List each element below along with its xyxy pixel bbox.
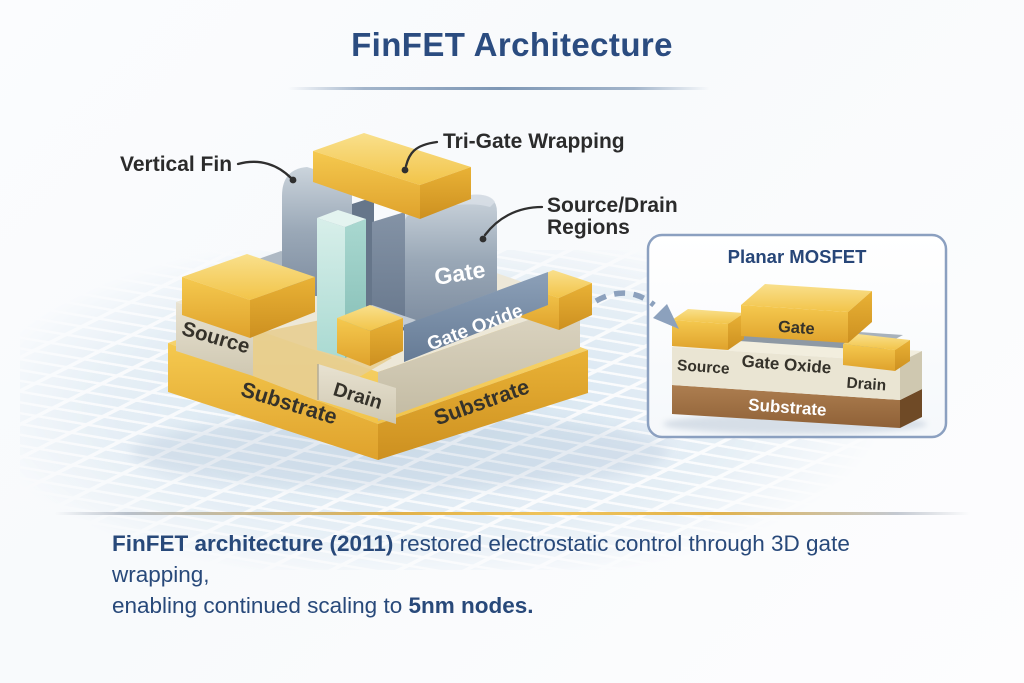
callout-tri-gate: Tri-Gate Wrapping — [401, 130, 625, 174]
caption-rest-line1: restored electrostatic control through 3… — [112, 531, 850, 587]
caption-text: FinFET architecture (2011) restored elec… — [112, 528, 942, 621]
inset-drain-block — [843, 334, 910, 371]
caption-line2-start: enabling continued scaling to — [112, 593, 409, 618]
inset-source-block — [672, 309, 744, 350]
page-title: FinFET Architecture — [351, 26, 673, 63]
left-source-block — [182, 254, 315, 338]
inset-gate-block: Gate — [741, 284, 872, 343]
gate-right-pillar: Gate — [372, 194, 497, 340]
drain-pedestal — [318, 364, 396, 424]
comparison-arrow-dashes — [594, 290, 656, 308]
inset-source-label: Source — [677, 357, 731, 378]
source-drain-leader-dot — [479, 235, 487, 243]
caption-divider — [54, 512, 970, 515]
tri-gate-leader-dot — [401, 166, 409, 174]
inset-drain-label: Drain — [846, 375, 887, 395]
vertical-fin-leader-dot — [289, 176, 297, 184]
inset-title: Planar MOSFET — [728, 246, 867, 267]
middle-drain-block — [337, 305, 403, 366]
inset-substrate: Substrate — [672, 385, 922, 428]
vertical-fin-label: Vertical Fin — [120, 153, 232, 176]
planar-mosfet-inset: Planar MOSFET Substrate — [646, 233, 948, 439]
source-drain-leader-line — [483, 205, 544, 237]
caption-bold-nodes: 5nm nodes. — [408, 593, 534, 618]
source-drain-label-line1: Source/Drain — [547, 194, 678, 217]
vertical-fin-leader-line — [236, 160, 293, 180]
title-underline — [288, 87, 710, 90]
comparison-arrow — [594, 290, 679, 329]
arrowhead-icon — [653, 304, 679, 329]
source-drain-label-line2: Regions — [547, 216, 630, 239]
callout-vertical-fin: Vertical Fin — [120, 153, 297, 184]
inset-gate-label: Gate — [777, 318, 815, 339]
callout-source-drain: Source/Drain Regions — [479, 194, 678, 243]
tri-gate-label: Tri-Gate Wrapping — [443, 130, 625, 153]
tri-gate-top-bar — [313, 133, 471, 219]
tri-gate-leader-line — [404, 140, 439, 168]
caption-bold-intro: FinFET architecture (2011) — [112, 531, 394, 556]
